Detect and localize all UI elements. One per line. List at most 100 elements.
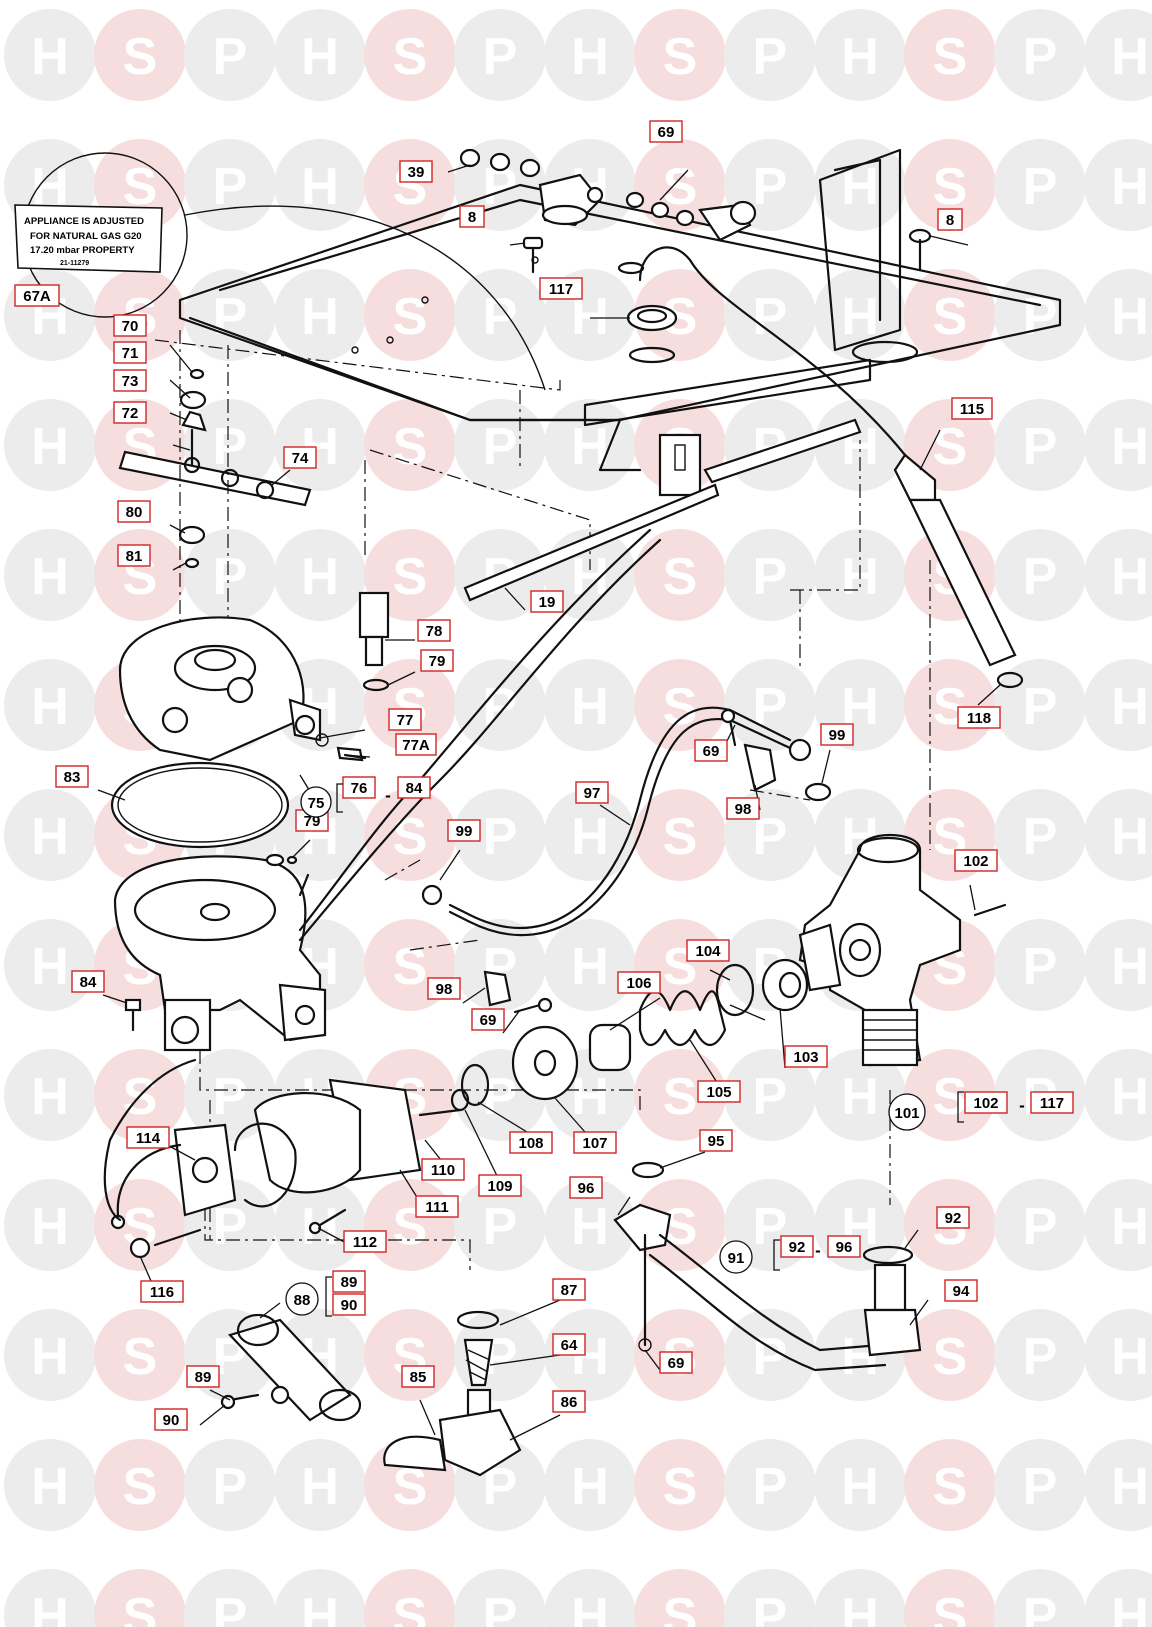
part-label-106[interactable]: 106 bbox=[617, 971, 661, 994]
label-text: 118 bbox=[967, 710, 991, 727]
part-label-102b[interactable]: 102 bbox=[964, 1091, 1008, 1114]
watermark-letter: H bbox=[31, 1458, 69, 1516]
part-label-89b[interactable]: 89 bbox=[186, 1365, 220, 1388]
assembly-91[interactable]: 91 bbox=[719, 1240, 753, 1274]
watermark-letter: P bbox=[483, 28, 518, 86]
part-label-85[interactable]: 85 bbox=[401, 1365, 435, 1388]
part-label-84b[interactable]: 84 bbox=[71, 970, 105, 993]
part-label-79a[interactable]: 79 bbox=[420, 649, 454, 672]
part-label-97[interactable]: 97 bbox=[575, 781, 609, 804]
watermark-circle bbox=[634, 529, 726, 621]
part-label-76[interactable]: 76 bbox=[342, 776, 376, 799]
part-label-95[interactable]: 95 bbox=[699, 1129, 733, 1152]
part-label-69d[interactable]: 69 bbox=[659, 1351, 693, 1374]
watermark-circle bbox=[94, 1309, 186, 1401]
part-label-114[interactable]: 114 bbox=[126, 1126, 170, 1149]
watermark-circle bbox=[184, 1439, 276, 1531]
part-label-115[interactable]: 115 bbox=[951, 397, 993, 420]
part-label-77[interactable]: 77 bbox=[388, 708, 422, 731]
part-label-108[interactable]: 108 bbox=[509, 1131, 553, 1154]
part-label-83[interactable]: 83 bbox=[55, 765, 89, 788]
part-label-105[interactable]: 105 bbox=[697, 1080, 741, 1103]
part-label-8a[interactable]: 8 bbox=[459, 205, 485, 228]
part-label-117a[interactable]: 117 bbox=[539, 277, 583, 300]
label-box bbox=[478, 1174, 522, 1197]
part-label-84a[interactable]: 84 bbox=[397, 776, 431, 799]
part-label-74[interactable]: 74 bbox=[283, 446, 317, 469]
assembly-88[interactable]: 88 bbox=[285, 1282, 319, 1316]
part-label-103[interactable]: 103 bbox=[784, 1045, 828, 1068]
part-label-92a[interactable]: 92 bbox=[780, 1235, 814, 1258]
label-box bbox=[113, 401, 147, 424]
part-label-69b[interactable]: 69 bbox=[694, 739, 728, 762]
range-bracket bbox=[336, 783, 343, 813]
part-label-8b[interactable]: 8 bbox=[937, 208, 963, 231]
part-label-96[interactable]: 96 bbox=[569, 1176, 603, 1199]
label-box bbox=[820, 723, 854, 746]
part-label-118[interactable]: 118 bbox=[957, 706, 1001, 729]
watermark-letter: S bbox=[393, 1588, 428, 1627]
part-label-102a[interactable]: 102 bbox=[954, 849, 998, 872]
watermark-letter: H bbox=[31, 1588, 69, 1627]
part-label-94[interactable]: 94 bbox=[944, 1279, 978, 1302]
part-label-104[interactable]: 104 bbox=[686, 939, 730, 962]
label-box bbox=[343, 1230, 387, 1253]
part-label-64[interactable]: 64 bbox=[552, 1333, 586, 1356]
part-label-69c[interactable]: 69 bbox=[471, 1008, 505, 1031]
part-label-87[interactable]: 87 bbox=[552, 1278, 586, 1301]
label-box bbox=[659, 1351, 693, 1374]
part-label-90a[interactable]: 90 bbox=[332, 1293, 366, 1316]
label-text: 106 bbox=[626, 975, 651, 992]
part-label-107[interactable]: 107 bbox=[573, 1131, 617, 1154]
part-label-90b[interactable]: 90 bbox=[154, 1408, 188, 1431]
part-label-80[interactable]: 80 bbox=[117, 500, 151, 523]
part-label-86[interactable]: 86 bbox=[552, 1390, 586, 1413]
watermark-letter: H bbox=[1111, 418, 1149, 476]
part-label-98b[interactable]: 98 bbox=[427, 977, 461, 1000]
label-text: 104 bbox=[695, 943, 721, 960]
watermark-letter: H bbox=[31, 1198, 69, 1256]
part-label-92b[interactable]: 92 bbox=[936, 1206, 970, 1229]
label-text: 8 bbox=[946, 212, 954, 229]
part-label-99a[interactable]: 99 bbox=[820, 723, 854, 746]
part-label-67A[interactable]: 67A bbox=[14, 284, 60, 307]
label-box bbox=[154, 1408, 188, 1431]
part-label-116[interactable]: 116 bbox=[140, 1280, 184, 1303]
label-text: 116 bbox=[150, 1284, 174, 1301]
part-label-109[interactable]: 109 bbox=[478, 1174, 522, 1197]
watermark-circle bbox=[274, 9, 366, 101]
part-label-72[interactable]: 72 bbox=[113, 401, 147, 424]
watermark-circle bbox=[4, 1179, 96, 1271]
part-label-73[interactable]: 73 bbox=[113, 369, 147, 392]
watermark-letter: P bbox=[1023, 1198, 1058, 1256]
part-label-69a[interactable]: 69 bbox=[649, 120, 683, 143]
part-label-81[interactable]: 81 bbox=[117, 544, 151, 567]
part-label-39[interactable]: 39 bbox=[399, 160, 433, 183]
part-label-78[interactable]: 78 bbox=[417, 619, 451, 642]
watermark-letter: H bbox=[1111, 158, 1149, 216]
watermark-letter: H bbox=[1111, 1198, 1149, 1256]
watermark-letter: P bbox=[753, 678, 788, 736]
part-label-99b[interactable]: 99 bbox=[447, 819, 481, 842]
assembly-101[interactable]: 101 bbox=[888, 1093, 926, 1131]
part-label-98a[interactable]: 98 bbox=[726, 797, 760, 820]
label-box bbox=[575, 781, 609, 804]
casing-plate bbox=[178, 148, 1062, 497]
part-label-111[interactable]: 111 bbox=[415, 1195, 459, 1218]
part-label-89a[interactable]: 89 bbox=[332, 1270, 366, 1293]
part-label-71[interactable]: 71 bbox=[113, 341, 147, 364]
part-label-19[interactable]: 19 bbox=[530, 590, 564, 613]
part-label-77A[interactable]: 77A bbox=[395, 733, 437, 756]
part-label-117b[interactable]: 117 bbox=[1030, 1091, 1074, 1114]
assembly-circle bbox=[719, 1240, 753, 1274]
part-label-112[interactable]: 112 bbox=[343, 1230, 387, 1253]
part-label-96b[interactable]: 96 bbox=[827, 1235, 861, 1258]
watermark-circle bbox=[4, 789, 96, 881]
watermark-letter: H bbox=[31, 1328, 69, 1386]
assembly-75[interactable]: 75 bbox=[300, 786, 332, 818]
sticker-67A: APPLIANCE IS ADJUSTED FOR NATURAL GAS G2… bbox=[14, 152, 546, 391]
watermark-circle bbox=[634, 1569, 726, 1627]
label-box bbox=[827, 1235, 861, 1258]
part-label-70[interactable]: 70 bbox=[113, 314, 147, 337]
part-label-110[interactable]: 110 bbox=[421, 1158, 465, 1181]
